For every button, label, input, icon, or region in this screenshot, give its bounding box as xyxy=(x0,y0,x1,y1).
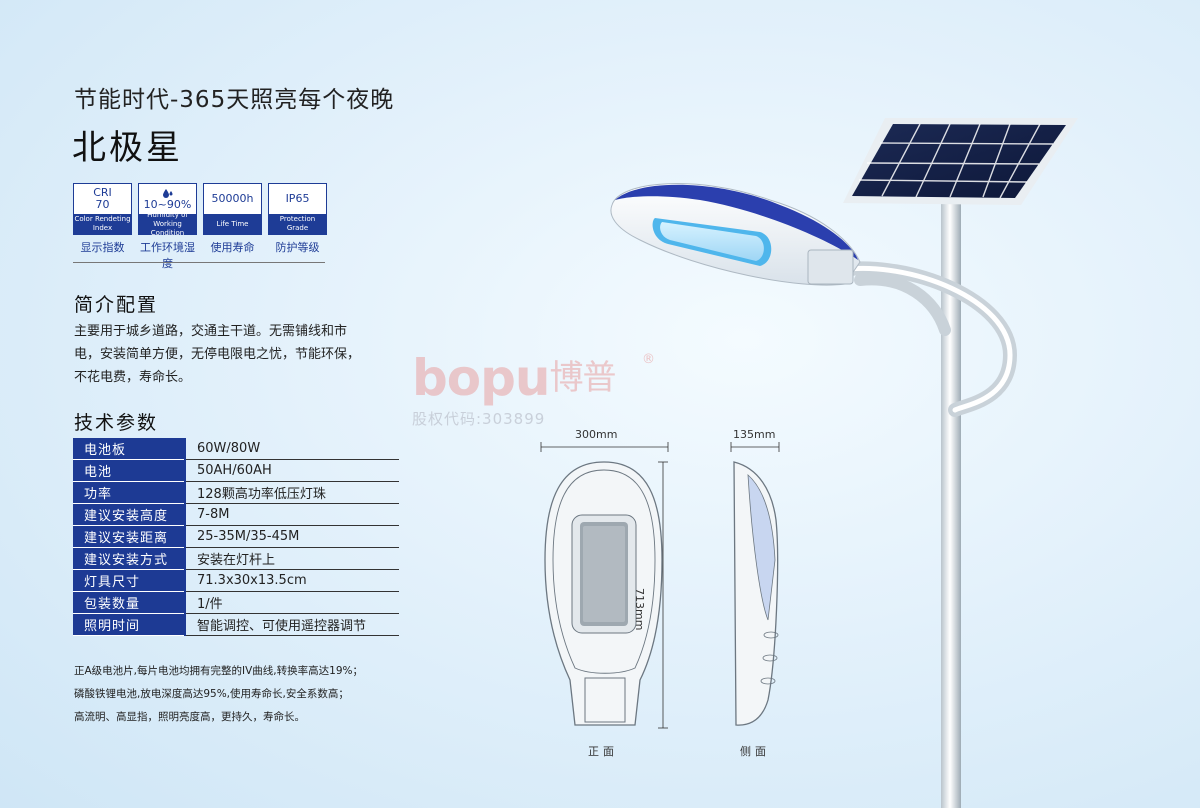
note-line: 磷酸铁锂电池,放电深度高达95%,使用寿命长,安全系数高； xyxy=(74,688,349,700)
table-row: 建议安装方式安装在灯杆上 xyxy=(73,547,399,570)
spec-lifetime-box: 50000h Life Time xyxy=(203,183,262,235)
param-value: 智能调控、可使用遥控器调节 xyxy=(184,613,399,636)
spec-protection-label: 防护等级 xyxy=(275,241,320,254)
param-key: 灯具尺寸 xyxy=(73,569,185,592)
watermark-stock-code: 股权代码:303899 xyxy=(412,410,546,428)
side-view-label: 侧面 xyxy=(740,745,770,758)
spec-humidity-caption: Humidity of Working Condition xyxy=(139,211,196,237)
front-view-label: 正面 xyxy=(588,745,618,758)
param-value: 60W/80W xyxy=(184,438,399,460)
param-key: 建议安装高度 xyxy=(73,503,185,526)
note-line: 高流明、高显指，照明亮度高，更持久，寿命长。 xyxy=(74,711,305,723)
note-line: 正A级电池片,每片电池均拥有完整的IV曲线,转换率高达19%； xyxy=(74,665,363,677)
spec-protection-caption: Protection Grade xyxy=(269,214,326,234)
side-view-drawing xyxy=(730,442,780,726)
brand-watermark: bopu博普 ® 股权代码:303899 xyxy=(412,349,655,429)
watermark-brand-en: bopu xyxy=(412,349,551,407)
spec-cri-caption: Color Rendeting Index xyxy=(74,214,131,234)
params-heading: 技术参数 xyxy=(74,412,159,434)
param-value: 安装在灯杆上 xyxy=(184,547,399,570)
param-key: 电池板 xyxy=(73,438,185,460)
param-key: 电池 xyxy=(73,459,185,482)
registered-mark: ® xyxy=(642,352,655,367)
droplet-icon xyxy=(162,188,172,198)
param-key: 功率 xyxy=(73,481,185,504)
spec-humidity-label: 工作环境湿度 xyxy=(140,241,195,270)
spec-lifetime: 50000h Life Time 使用寿命 xyxy=(203,183,262,271)
product-title: 北极星 xyxy=(72,128,183,168)
front-width-label: 300mm xyxy=(575,428,618,441)
lamp-pole xyxy=(941,200,961,808)
param-value: 50AH/60AH xyxy=(184,459,399,482)
param-key: 照明时间 xyxy=(73,613,185,636)
page-subtitle: 节能时代-365天照亮每个夜晚 xyxy=(74,87,395,113)
spec-protection: IP65 Protection Grade 防护等级 xyxy=(268,183,327,271)
spec-protection-value: IP65 xyxy=(285,192,310,205)
intro-heading: 简介配置 xyxy=(74,294,159,316)
spec-humidity-box: 10~90% Humidity of Working Condition xyxy=(138,183,197,237)
spec-cri-line1: CRI xyxy=(93,186,112,199)
intro-text: 主要用于城乡道路，交通主干道。无需铺线和市电，安装简单方便，无停电限电之忧，节能… xyxy=(74,324,361,385)
front-view-drawing xyxy=(540,442,669,729)
solar-panel xyxy=(843,118,1078,205)
param-value: 1/件 xyxy=(184,591,399,614)
spec-lifetime-caption: Life Time xyxy=(204,214,261,234)
table-row: 照明时间智能调控、可使用遥控器调节 xyxy=(73,613,399,636)
param-key: 包装数量 xyxy=(73,591,185,614)
param-value: 128颗高功率低压灯珠 xyxy=(184,481,399,504)
spec-cri-box: CRI 70 Color Rendeting Index xyxy=(73,183,132,235)
feature-notes: 正A级电池片,每片电池均拥有完整的IV曲线,转换率高达19%； 磷酸铁锂电池,放… xyxy=(74,660,363,729)
spec-divider xyxy=(73,262,325,263)
lamp-arm xyxy=(833,261,1018,417)
watermark-brand-cn: 博普 xyxy=(549,358,617,398)
spec-cri: CRI 70 Color Rendeting Index 显示指数 xyxy=(73,183,132,271)
param-key: 建议安装方式 xyxy=(73,547,185,570)
spec-lifetime-label: 使用寿命 xyxy=(210,241,255,254)
param-value: 25-35M/35-45M xyxy=(184,525,399,548)
spec-lifetime-value: 50000h xyxy=(211,192,254,205)
spec-cri-label: 显示指数 xyxy=(80,241,125,254)
spec-humidity-value: 10~90% xyxy=(143,197,192,211)
side-width-label: 135mm xyxy=(733,428,776,441)
param-value: 7-8M xyxy=(184,503,399,526)
param-value: 71.3x30x13.5cm xyxy=(184,569,399,592)
height-label: 713mm xyxy=(633,588,646,631)
spec-icons: CRI 70 Color Rendeting Index 显示指数 10~90%… xyxy=(73,183,333,271)
spec-humidity: 10~90% Humidity of Working Condition 工作环… xyxy=(138,183,197,271)
spec-cri-line2: 70 xyxy=(95,198,110,211)
lamp-head xyxy=(610,183,861,286)
param-key: 建议安装距离 xyxy=(73,525,185,548)
spec-protection-box: IP65 Protection Grade xyxy=(268,183,327,235)
